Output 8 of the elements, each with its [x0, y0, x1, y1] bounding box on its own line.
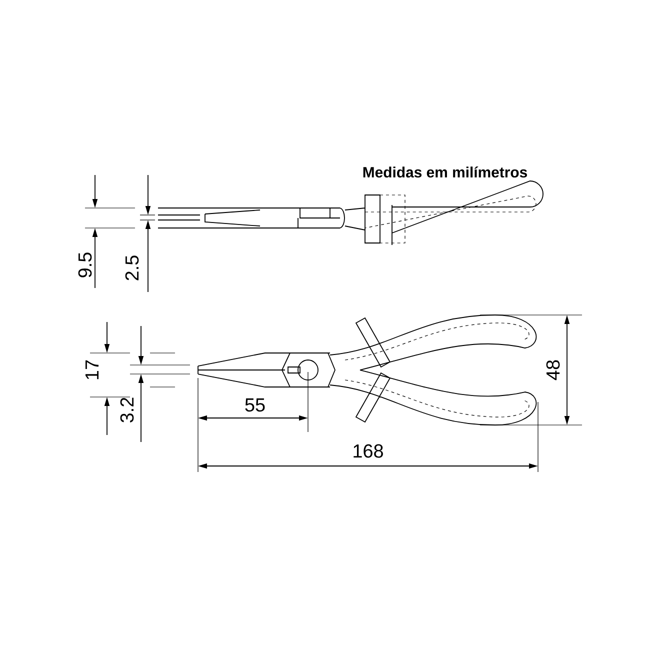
dimension-label: 2.5: [125, 256, 139, 280]
dimension-label: 168: [354, 444, 383, 458]
dimension-label: 55: [245, 398, 265, 412]
dimension-label: 17: [86, 360, 99, 380]
note-text: Medidas em milímetros: [363, 166, 527, 178]
dimension-label: 9.5: [78, 252, 92, 278]
dimension-label: 3.2: [120, 398, 134, 422]
dimension-label: 48: [546, 360, 560, 380]
